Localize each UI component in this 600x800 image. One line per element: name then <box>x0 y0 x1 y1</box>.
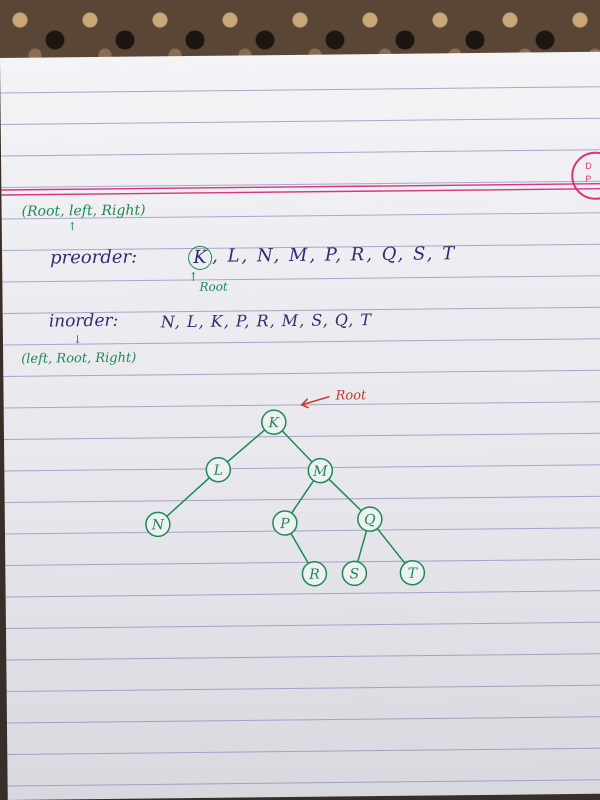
tree-node-p: P <box>272 510 298 536</box>
tree-node-label: Q <box>364 512 376 528</box>
tree-node-n: N <box>145 511 171 538</box>
tree-node-circle <box>399 559 426 586</box>
tree-node-label: N <box>151 517 165 533</box>
tree-node-label: M <box>312 464 328 480</box>
tree-node-r: R <box>301 560 328 587</box>
tree-node-circle <box>307 457 334 484</box>
tree-node-circle <box>301 560 328 587</box>
tree-node-circle <box>357 506 383 532</box>
tree-node-label: K <box>268 415 281 431</box>
tree-node-label: P <box>279 516 290 532</box>
tree-node-circle <box>205 456 232 483</box>
notebook-page: D P (Root, left, Right) ↑ preorder: K , … <box>0 51 600 800</box>
tree-edge-l-n <box>157 469 219 525</box>
ruled-lines <box>0 86 600 787</box>
tree-node-q: Q <box>357 506 383 532</box>
tree-node-label: T <box>408 566 419 582</box>
tree-node-label: S <box>350 566 360 582</box>
tree-node-circle <box>145 511 171 538</box>
tree-node-l: L <box>205 456 232 483</box>
tree-node-label: R <box>308 567 320 583</box>
tree-node-circle <box>261 409 287 435</box>
tree-node-t: T <box>399 559 426 586</box>
tree-node-k: K <box>261 409 287 435</box>
root-annotation: Root <box>300 388 367 409</box>
tree-node-circle <box>341 560 368 587</box>
tree-node-s: S <box>341 560 368 587</box>
binary-tree-diagram: K L M N P Q R S T Root <box>145 388 426 587</box>
tree-node-label: L <box>213 463 223 479</box>
root-annotation-label: Root <box>334 388 367 403</box>
tree-node-circle <box>272 510 298 536</box>
tree-node-m: M <box>307 457 334 484</box>
